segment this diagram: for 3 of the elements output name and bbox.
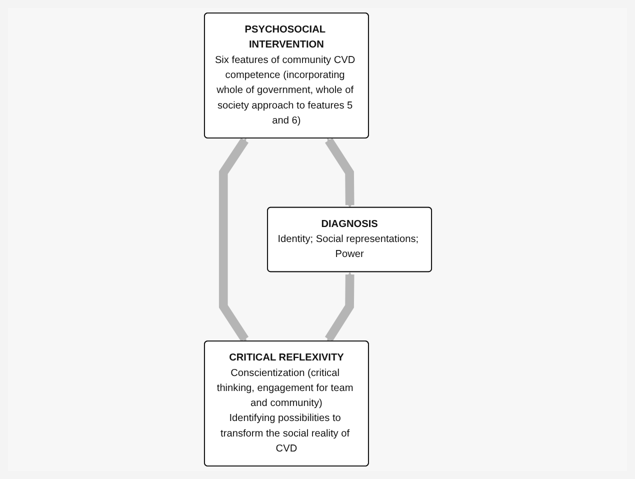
arrow (218, 138, 248, 342)
arrow (324, 138, 354, 208)
arrow (324, 272, 354, 342)
